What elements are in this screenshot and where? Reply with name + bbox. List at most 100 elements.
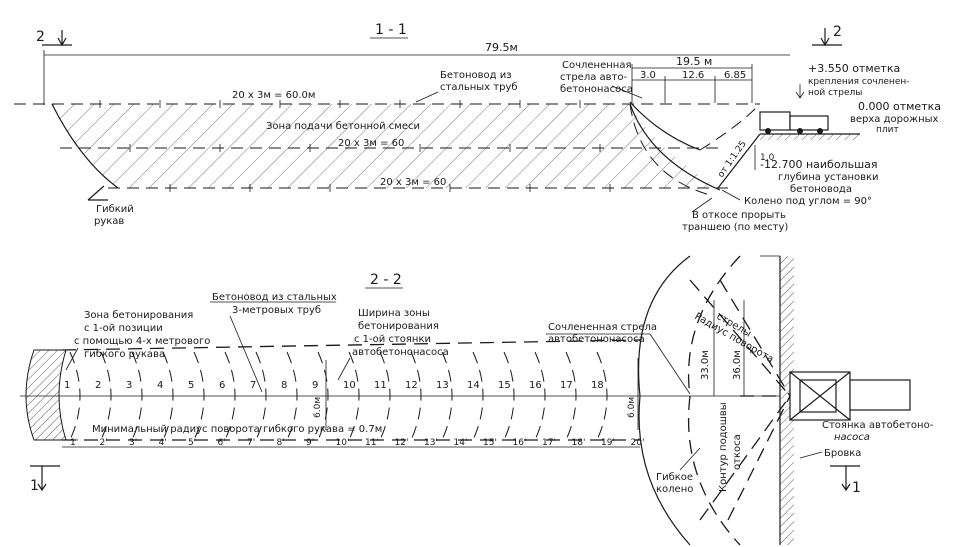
boom-label-line-3: бетононасоса <box>560 84 633 95</box>
width-label-line-1: Ширина зоны <box>358 308 430 319</box>
pipe-label-2-line-2: 3-метровых труб <box>232 305 321 316</box>
segment-number-top: 3 <box>126 380 132 391</box>
segment-number-bottom: 15' <box>483 438 497 448</box>
segment-arc <box>348 351 360 441</box>
segment-number-top: 11 <box>374 380 387 391</box>
width-label-line-3: с 1-ой стоянки <box>354 334 431 345</box>
segment-arc <box>379 351 391 441</box>
hose-label-line-1: Гибкий <box>96 204 134 215</box>
first-zone-line-4: гибкого рукава <box>84 349 165 360</box>
segment-number-top: 12 <box>405 380 418 391</box>
section-1-title: 1 - 1 <box>375 22 407 38</box>
segment-number-bottom: 16' <box>513 438 527 448</box>
segment-arc <box>472 351 484 441</box>
segment-arc <box>69 351 81 441</box>
boom-arm <box>629 101 701 151</box>
section-mark-bottom-left: 1 <box>30 465 60 494</box>
pipe-joints <box>99 100 611 192</box>
flex-elbow-line-1: Гибкое <box>656 472 693 483</box>
section-1-1: 2 2 1 - 1 79.5м 19.5 м 3.0 12.6 6.85 <box>14 22 941 233</box>
segment-number-top: 6 <box>219 380 225 391</box>
segment-number-bottom: 20' <box>631 438 645 448</box>
section-mark-left-label: 2 <box>36 29 45 45</box>
elev-top: +3.550 отметка <box>808 62 900 75</box>
run-2-label: 20 х 3м = 60 <box>338 138 404 149</box>
segment-arc <box>193 351 205 441</box>
segment-arc <box>503 351 515 441</box>
segment-arc <box>565 351 577 441</box>
segment-number-bottom: 13' <box>424 438 438 448</box>
boom-outer-arc <box>637 255 691 546</box>
segment-arc <box>131 351 143 441</box>
dim-33: 33.0м <box>700 350 711 380</box>
segment-number-bottom: 3' <box>129 438 137 448</box>
segment-number-bottom: 7' <box>247 438 255 448</box>
first-zone-line-2: с 1-ой позиции <box>84 323 163 334</box>
boom-2-label-line-1: Сочлененная стрела <box>548 322 657 333</box>
segment-number-bottom: 1' <box>70 438 78 448</box>
segment-number-bottom: 12' <box>395 438 409 448</box>
segment-numbers-bottom: 1'2'3'4'5'6'7'8'9'10'11'12'13'14'15'16'1… <box>70 438 644 448</box>
segment-arc <box>596 351 608 441</box>
zone-label: Зона подачи бетонной смеси <box>266 121 420 132</box>
elev-zero-sub-2: плит <box>876 125 899 135</box>
elev-top-sub-1: крепления сочленен- <box>808 77 909 87</box>
slope-line <box>717 133 761 189</box>
section-2-title: 2 - 2 <box>370 272 402 288</box>
section-mark-bottom-right: 1 <box>830 465 861 496</box>
dim-3-0: 3.0 <box>640 70 656 81</box>
edge-label: Бровка <box>824 448 861 459</box>
segment-number-bottom: 19' <box>601 438 615 448</box>
pipe-label-line-1: Бетоновод из <box>440 70 512 81</box>
segment-number-bottom: 4' <box>159 438 167 448</box>
segment-number-top: 2 <box>95 380 101 391</box>
segment-number-bottom: 2' <box>100 438 108 448</box>
elev-bottom: -12.700 наибольшая <box>760 158 878 171</box>
segment-number-bottom: 18' <box>572 438 586 448</box>
segment-number-top: 1 <box>64 380 70 391</box>
elev-zero-sub-1: верха дорожных <box>850 114 939 125</box>
section-mark-left: 2 <box>36 29 72 47</box>
concrete-feed-zone <box>52 104 720 188</box>
run-1-label: 20 х 3м = 60.0м <box>232 90 315 101</box>
pump-truck-side <box>759 111 829 134</box>
segment-number-top: 15 <box>498 380 511 391</box>
segment-number-top: 8 <box>281 380 287 391</box>
segment-arc <box>255 351 267 441</box>
segment-arc <box>534 351 546 441</box>
segment-number-bottom: 5' <box>188 438 196 448</box>
segment-arc <box>100 351 112 441</box>
section-mark-bottom-right-label: 1 <box>852 480 861 496</box>
boom-length-label: 19.5 м <box>676 55 712 68</box>
run-3-label: 20 х 3м = 60 <box>380 177 446 188</box>
segment-number-bottom: 8' <box>277 438 285 448</box>
elev-zero: 0.000 отметка <box>858 100 941 113</box>
segment-number-top: 10 <box>343 380 356 391</box>
segment-number-top: 18 <box>591 380 604 391</box>
stand-label-line-1: Стоянка автобетоно- <box>822 420 934 431</box>
boom-2-label-line-2: автобетононасоса <box>548 334 645 345</box>
first-zone-line-3: с помощью 4-х метрового <box>74 336 210 347</box>
pipe-label-line-2: стальных труб <box>440 82 518 93</box>
segment-number-top: 7 <box>250 380 256 391</box>
elev-bottom-sub-1: глубина установки <box>778 172 879 183</box>
segment-number-top: 13 <box>436 380 449 391</box>
pipe-segment-arcs <box>69 351 608 441</box>
min-radius-label: Минимальный радиус поворота гибкого рука… <box>92 424 382 435</box>
segment-number-bottom: 10' <box>336 438 350 448</box>
boom-label-line-2: стрела авто- <box>560 72 627 83</box>
first-zone-line-1: Зона бетонирования <box>84 310 193 321</box>
section-mark-right-label: 2 <box>833 24 842 40</box>
boom-label-line-1: Сочлененная <box>562 60 631 71</box>
flex-elbow-line-2: колено <box>656 484 693 495</box>
total-length-label: 79.5м <box>485 41 518 54</box>
elev-bottom-sub-2: бетоновода <box>790 184 852 195</box>
dim-12-6: 12.6 <box>682 70 704 81</box>
section-mark-bottom-left-label: 1 <box>30 478 39 494</box>
stand-label-line-2: насоса <box>834 432 870 443</box>
width-label-line-2: бетонирования <box>358 321 439 332</box>
segment-number-top: 16 <box>529 380 542 391</box>
